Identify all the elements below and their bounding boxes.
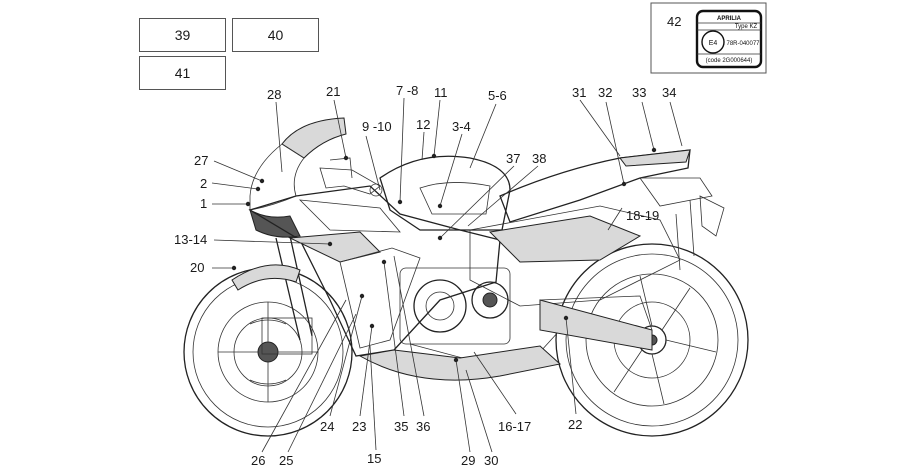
callout-2: 2 — [200, 176, 207, 191]
callout-12: 12 — [416, 117, 430, 132]
callout-31: 31 — [572, 85, 586, 100]
callout-24: 24 — [320, 419, 334, 434]
callout-42: 42 — [667, 14, 681, 29]
callout-16-17: 16-17 — [498, 419, 531, 434]
reference-box-41: 41 — [139, 56, 226, 90]
reference-box-41-label: 41 — [174, 65, 191, 81]
callout-18-19: 18-19 — [626, 208, 659, 223]
callout-35: 35 — [394, 419, 408, 434]
callout-labels: 1 2 27 28 21 9 -10 7 -8 11 12 5-6 3-4 37… — [174, 83, 676, 468]
plate-code-text: (code 2G000644) — [706, 58, 753, 64]
callout-20: 20 — [190, 260, 204, 275]
callout-9-10: 9 -10 — [362, 119, 392, 134]
callout-27: 27 — [194, 153, 208, 168]
callout-21: 21 — [326, 84, 340, 99]
callout-3-4: 3-4 — [452, 119, 471, 134]
callout-30: 30 — [484, 453, 498, 468]
callout-15: 15 — [367, 451, 381, 466]
callout-34: 34 — [662, 85, 676, 100]
callout-23: 23 — [352, 419, 366, 434]
leader-lines — [211, 97, 683, 453]
reference-box-39-label: 39 — [174, 27, 191, 43]
callout-11: 11 — [434, 85, 448, 100]
callout-26: 26 — [251, 453, 265, 468]
callout-29: 29 — [461, 453, 475, 468]
callout-32: 32 — [598, 85, 612, 100]
callout-13-14: 13-14 — [174, 232, 207, 247]
homologation-plate-panel: 42 APRILIA Type KZ E4 78R-040077 (code 2… — [650, 2, 767, 74]
callout-38: 38 — [532, 151, 546, 166]
callout-5-6: 5-6 — [488, 88, 507, 103]
callout-22: 22 — [568, 417, 582, 432]
callout-1: 1 — [200, 196, 207, 211]
callout-7-8: 7 -8 — [396, 83, 418, 98]
reference-box-40-label: 40 — [267, 27, 284, 43]
callout-33: 33 — [632, 85, 646, 100]
motorcycle-illustration — [183, 117, 749, 437]
callout-28: 28 — [267, 87, 281, 102]
callout-37: 37 — [506, 151, 520, 166]
reference-box-39: 39 — [139, 18, 226, 52]
plate-e-mark-text: E4 — [709, 40, 718, 47]
plate-approval-number: 78R-040077 — [726, 41, 760, 47]
callout-36: 36 — [416, 419, 430, 434]
callout-25: 25 — [279, 453, 293, 468]
plate-type-text: Type KZ — [735, 24, 758, 30]
plate-brand-text: APRILIA — [717, 16, 742, 22]
leader-dots — [231, 147, 657, 363]
reference-box-40: 40 — [232, 18, 319, 52]
